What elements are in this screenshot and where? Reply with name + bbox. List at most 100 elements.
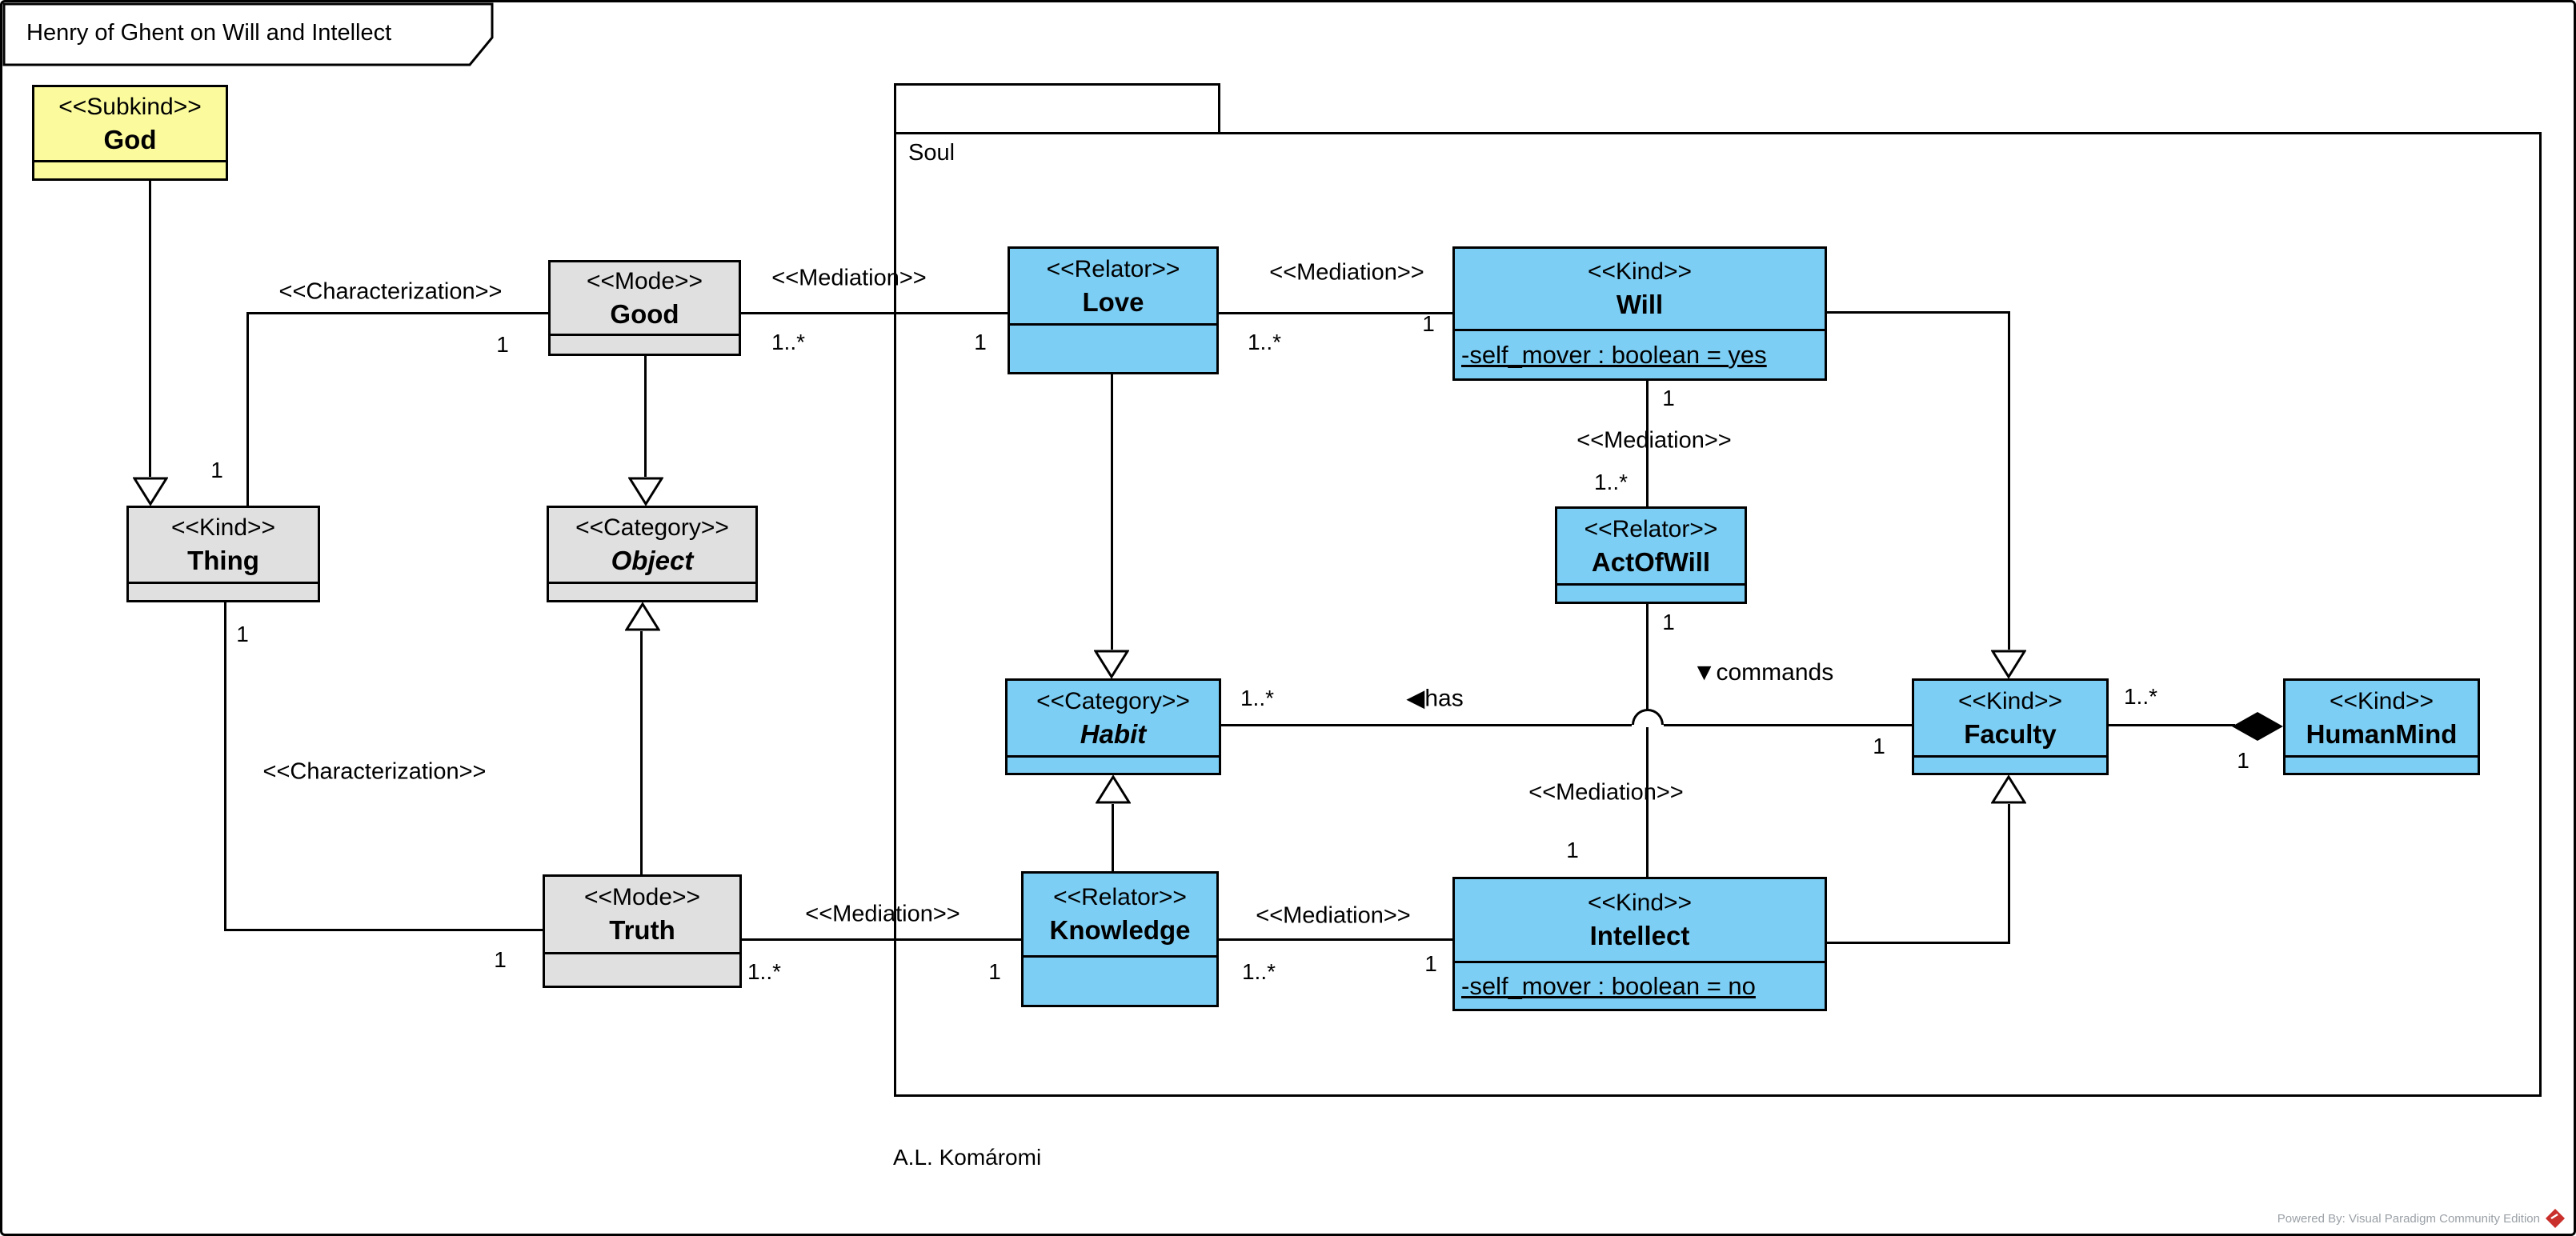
- diagram-title: Henry of Ghent on Will and Intellect: [26, 20, 392, 46]
- class-humanmind-name-compartment: <<Kind>> HumanMind: [2286, 681, 2478, 755]
- class-faculty[interactable]: <<Kind>> Faculty: [1912, 678, 2109, 775]
- multiplicity: 1: [494, 947, 507, 972]
- class-attribute: -self_mover : boolean = no: [1461, 971, 1756, 1000]
- class-god[interactable]: <<Subkind>> God: [32, 85, 228, 181]
- multiplicity: 1: [1662, 386, 1675, 410]
- visual-paradigm-logo-icon: [2546, 1209, 2565, 1228]
- class-intellect-name-compartment: <<Kind>> Intellect: [1455, 879, 1825, 961]
- class-will-name-compartment: <<Kind>> Will: [1455, 249, 1825, 329]
- attribution-text: A.L. Komáromi: [893, 1145, 1042, 1170]
- attribute-compartment: [1010, 323, 1216, 372]
- multiplicity: 1: [1566, 838, 1579, 862]
- mediation-label: <<Mediation>>: [805, 901, 960, 927]
- generalization-arrow-down-icon: [133, 477, 168, 506]
- generalization-line-love-habit: [1111, 374, 1113, 650]
- characterization-label: <<Characterization>>: [262, 758, 487, 785]
- attribute-compartment: [34, 160, 226, 178]
- class-name: Love: [1082, 286, 1144, 317]
- class-name: Good: [610, 298, 679, 329]
- multiplicity: 1: [1422, 311, 1435, 336]
- generalization-arrow-down-icon: [1991, 650, 2026, 678]
- class-love-name-compartment: <<Relator>> Love: [1010, 249, 1216, 323]
- multiplicity: 1: [974, 330, 987, 354]
- class-name: Habit: [1080, 718, 1147, 749]
- attribute-compartment: -self_mover : boolean = no: [1455, 961, 1825, 1009]
- composition-diamond-icon: [2232, 712, 2283, 741]
- class-stereotype: <<Relator>>: [1046, 255, 1180, 282]
- generalization-arrow-down-icon: [628, 477, 663, 506]
- generalization-arrow-up-icon: [1991, 775, 2026, 804]
- has-line-right: [1664, 724, 1912, 726]
- attribute-compartment: [1557, 583, 1745, 602]
- class-name: Faculty: [1964, 718, 2057, 749]
- mediation-label: <<Mediation>>: [1269, 259, 1424, 286]
- class-thing[interactable]: <<Kind>> Thing: [126, 506, 320, 602]
- attribute-compartment: [549, 582, 755, 600]
- has-line-left: [1221, 724, 1632, 726]
- class-habit[interactable]: <<Category>> Habit: [1005, 678, 1221, 775]
- class-love[interactable]: <<Relator>> Love: [1008, 246, 1219, 374]
- class-name: Intellect: [1589, 921, 1690, 950]
- class-intellect[interactable]: <<Kind>> Intellect -self_mover : boolean…: [1452, 877, 1827, 1011]
- attribute-compartment: [1024, 955, 1216, 1005]
- generalization-line-god-thing: [149, 181, 151, 477]
- multiplicity: 1: [496, 332, 509, 357]
- generalization-arrow-down-icon: [1094, 650, 1129, 678]
- commands-line-top: [1646, 604, 1649, 710]
- attribute-compartment: -self_mover : boolean = yes: [1455, 329, 1825, 378]
- attribute-compartment: [1008, 755, 1219, 773]
- package-soul-tab[interactable]: [894, 83, 1220, 134]
- multiplicity: 1: [1662, 610, 1675, 634]
- class-actofwill[interactable]: <<Relator>> ActOfWill: [1555, 506, 1747, 604]
- class-stereotype: <<Kind>>: [1587, 890, 1693, 916]
- has-association-label: ◀has: [1406, 685, 1464, 712]
- mediation-line-good-love: [741, 312, 1008, 314]
- generalization-line-knowledge-habit: [1112, 804, 1114, 871]
- class-name: Knowledge: [1049, 915, 1191, 945]
- class-name: HumanMind: [2306, 718, 2458, 749]
- characterization-line-good-thing-v: [246, 312, 249, 506]
- powered-by-footer: Powered By: Visual Paradigm Community Ed…: [2278, 1208, 2566, 1229]
- mediation-line-love-will: [1219, 312, 1452, 314]
- class-good[interactable]: <<Mode>> Good: [548, 260, 741, 356]
- multiplicity: 1: [210, 458, 223, 482]
- class-actofwill-name-compartment: <<Relator>> ActOfWill: [1557, 509, 1745, 583]
- class-will[interactable]: <<Kind>> Will -self_mover : boolean = ye…: [1452, 246, 1827, 381]
- mediation-line-will-actofwill: [1646, 381, 1649, 506]
- class-name: Object: [611, 546, 694, 575]
- class-stereotype: <<Category>>: [575, 514, 729, 541]
- package-soul-body[interactable]: [894, 132, 2542, 1097]
- class-stereotype: <<Category>>: [1036, 687, 1190, 714]
- multiplicity: 1..*: [1593, 470, 1629, 494]
- multiplicity: 1: [2237, 748, 2249, 773]
- class-truth[interactable]: <<Mode>> Truth: [543, 874, 742, 988]
- mediation-line-truth-knowledge: [742, 938, 1021, 941]
- class-stereotype: <<Relator>>: [1584, 515, 1718, 542]
- class-knowledge[interactable]: <<Relator>> Knowledge: [1021, 871, 1219, 1007]
- class-god-name-compartment: <<Subkind>> God: [34, 87, 226, 160]
- attribute-compartment: [129, 582, 318, 600]
- generalization-arrow-up-icon: [625, 602, 660, 631]
- class-thing-name-compartment: <<Kind>> Thing: [129, 508, 318, 582]
- class-habit-name-compartment: <<Category>> Habit: [1008, 681, 1219, 755]
- class-stereotype: <<Kind>>: [1957, 687, 2063, 714]
- commands-line-bottom: [1646, 727, 1649, 877]
- attribute-compartment: [1914, 755, 2106, 773]
- multiplicity: 1..*: [747, 959, 782, 984]
- class-object[interactable]: <<Category>> Object: [547, 506, 758, 602]
- class-stereotype: <<Mode>>: [583, 884, 701, 910]
- multiplicity: 1: [236, 622, 249, 646]
- generalization-line-intellect-faculty-h: [1827, 942, 2010, 944]
- generalization-line-will-faculty-v: [2008, 311, 2010, 650]
- class-stereotype: <<Kind>>: [170, 514, 276, 541]
- class-humanmind[interactable]: <<Kind>> HumanMind: [2283, 678, 2480, 775]
- commands-association-label: ▼commands: [1692, 659, 1834, 686]
- multiplicity: 1: [988, 959, 1001, 984]
- class-stereotype: <<Kind>>: [2329, 687, 2434, 714]
- class-good-name-compartment: <<Mode>> Good: [551, 262, 739, 334]
- generalization-line-intellect-faculty-v: [2008, 804, 2010, 944]
- attribute-compartment: [551, 334, 739, 354]
- generalization-arrow-up-icon: [1096, 775, 1131, 804]
- class-name: Thing: [187, 546, 259, 575]
